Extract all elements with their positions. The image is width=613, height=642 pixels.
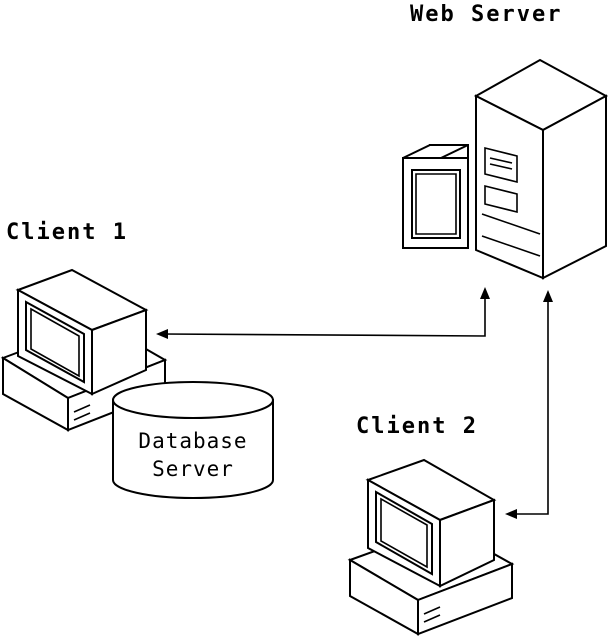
arrowhead-up-icon [543, 290, 553, 302]
connection-client2-webserver [505, 290, 553, 519]
connection-client1-webserver [156, 287, 490, 339]
server-tower-icon [473, 58, 609, 280]
client-2-node [347, 458, 515, 636]
arrowhead-left-icon [505, 509, 517, 519]
client-2-computer-icon [347, 458, 515, 636]
connection-line [512, 299, 549, 515]
arrowhead-up-icon [480, 287, 490, 299]
client-2-label: Client 2 [356, 414, 478, 439]
client-1-node: Database Server [0, 268, 274, 499]
database-cylinder-icon: Database Server [112, 381, 274, 499]
web-server-node [402, 58, 609, 280]
database-label-line1: Database [138, 429, 247, 453]
arrowhead-left-icon [156, 329, 168, 339]
client-1-computer-icon [0, 268, 168, 432]
database-label-line2: Server [152, 457, 234, 481]
web-server-label: Web Server [410, 2, 563, 27]
web-server-monitor-icon [402, 144, 469, 249]
connection-line [162, 294, 486, 337]
client-1-label: Client 1 [6, 220, 128, 245]
